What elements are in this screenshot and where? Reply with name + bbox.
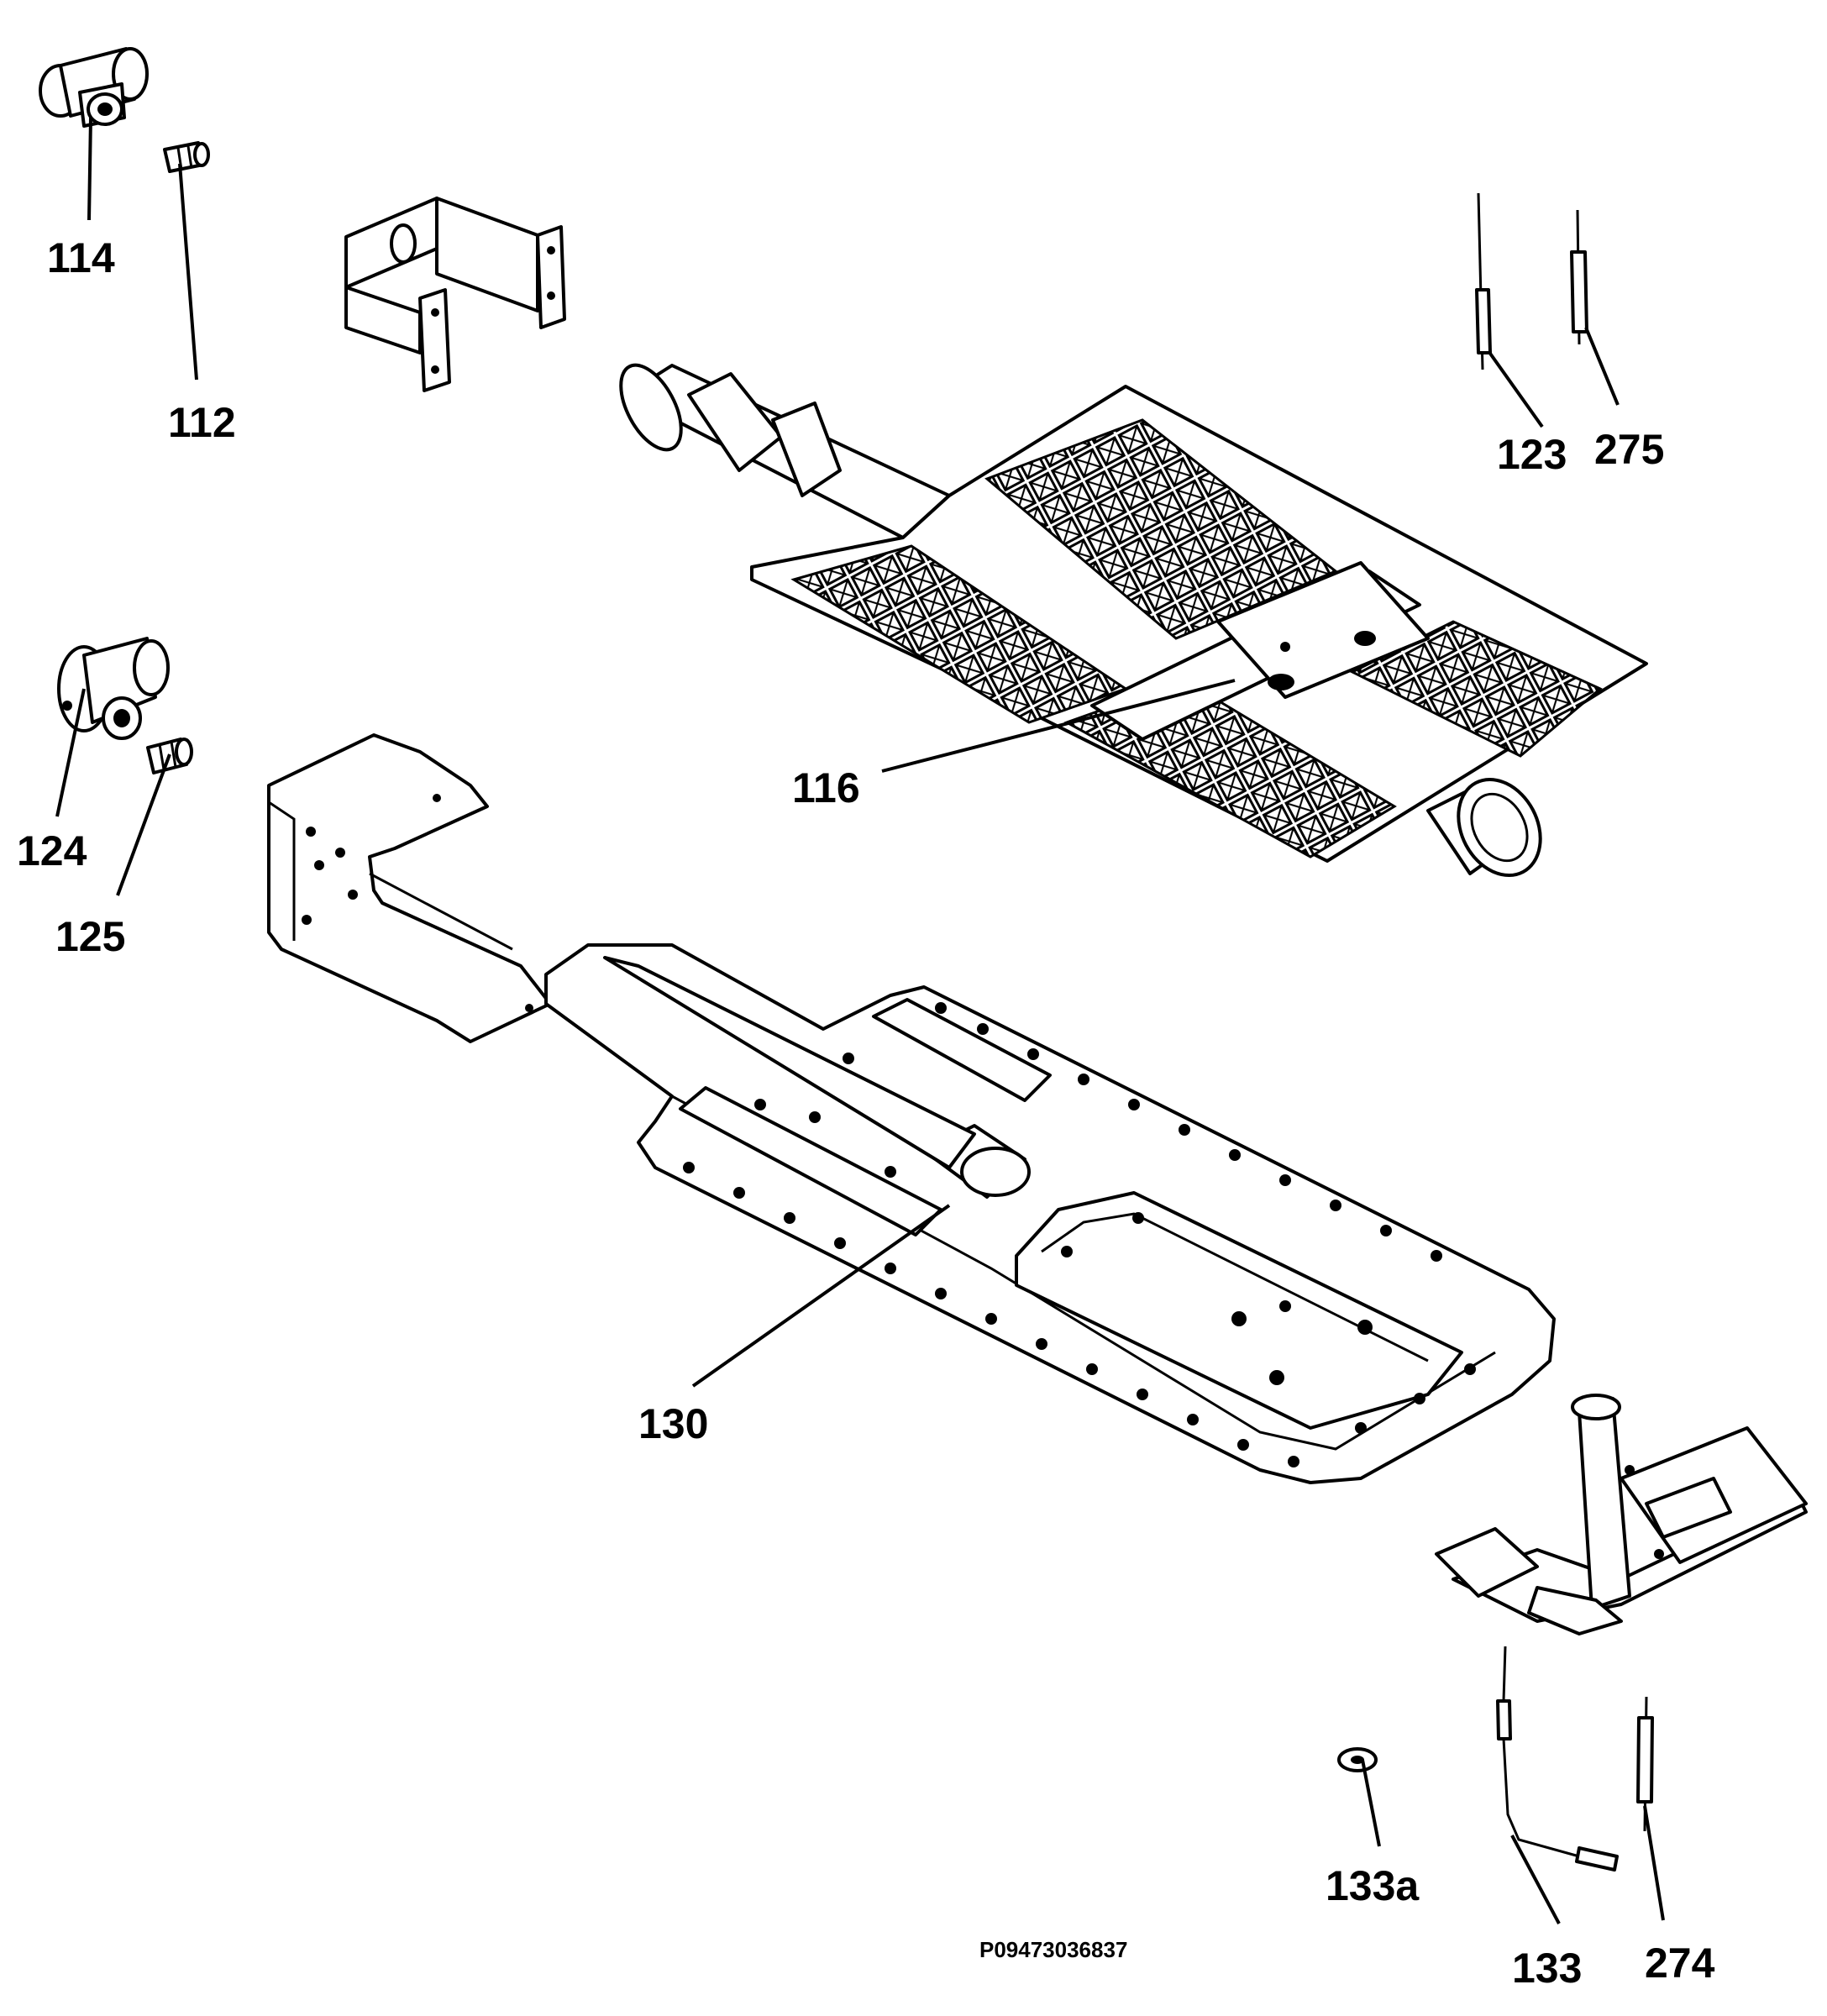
burner-ports bbox=[683, 1002, 1476, 1467]
label-116: 116 bbox=[792, 764, 860, 811]
part-125-nozzle bbox=[146, 738, 193, 774]
label-123: 123 bbox=[1497, 431, 1567, 478]
part-130-lower-burner bbox=[544, 943, 1556, 1484]
label-274: 274 bbox=[1645, 1940, 1715, 1987]
label-125: 125 bbox=[55, 913, 125, 960]
part-114-valve-fitting bbox=[39, 47, 149, 128]
part-133a-washer bbox=[1337, 1747, 1378, 1772]
part-275-electrode bbox=[1570, 209, 1588, 345]
part-123-electrode bbox=[1475, 192, 1492, 370]
leader-lines bbox=[55, 117, 1665, 1924]
figure-code: P09473036837 bbox=[979, 1937, 1127, 1962]
label-114: 114 bbox=[47, 234, 115, 281]
upper-bracket bbox=[344, 197, 566, 392]
callout-labels: 114 112 123 275 116 124 125 130 133a 133… bbox=[17, 234, 1715, 1992]
label-133a: 133a bbox=[1326, 1862, 1420, 1909]
part-133-thermocouple bbox=[1496, 1646, 1619, 1872]
label-133: 133 bbox=[1512, 1945, 1582, 1992]
lower-bracket bbox=[267, 733, 552, 1043]
part-116-upper-burner bbox=[619, 363, 1648, 878]
ignition-block bbox=[1435, 1394, 1808, 1635]
label-112: 112 bbox=[168, 399, 236, 446]
label-275: 275 bbox=[1594, 426, 1664, 473]
part-112-nozzle bbox=[163, 141, 210, 173]
label-124: 124 bbox=[17, 827, 87, 874]
label-130: 130 bbox=[638, 1400, 708, 1447]
